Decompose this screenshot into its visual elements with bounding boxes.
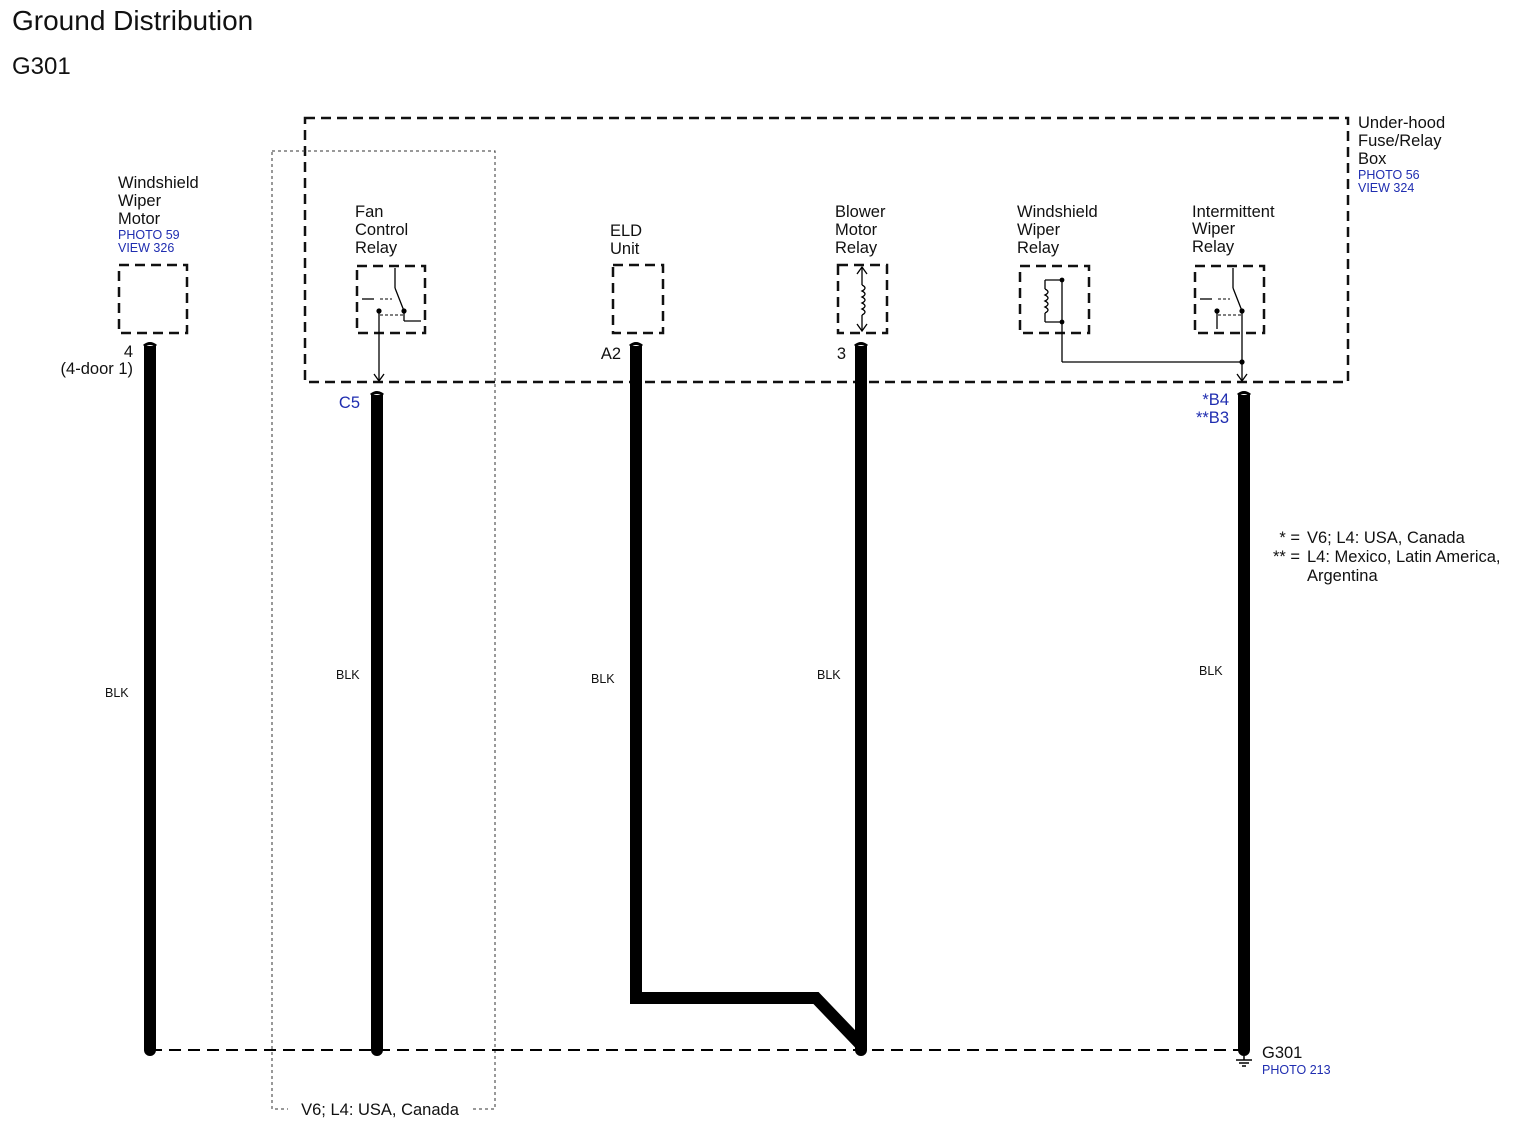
wiper-motor-view-link[interactable]: VIEW 326	[118, 241, 174, 255]
fan-control-relay: Fan Control Relay C5	[339, 203, 427, 412]
wiper-relay-label-3: Relay	[1017, 239, 1060, 257]
wiper-motor-terminal-note: (4-door 1)	[61, 360, 133, 378]
int-wiper-relay-label-2: Wiper	[1192, 220, 1236, 238]
fuse-box-view-link[interactable]: VIEW 324	[1358, 181, 1414, 195]
fan-relay-terminal: C5	[339, 394, 360, 412]
page-subtitle: G301	[12, 53, 71, 80]
int-wiper-relay-box	[1193, 264, 1266, 335]
fuse-box-outline	[303, 116, 1350, 384]
blower-relay-box	[836, 263, 889, 335]
fuse-box-label-3: Box	[1358, 150, 1387, 168]
wiper-motor-label-3: Motor	[118, 210, 161, 228]
int-wiper-relay-terminal-2: **B3	[1196, 409, 1229, 427]
windshield-wiper-motor: Windshield Wiper Motor PHOTO 59 VIEW 326…	[61, 174, 199, 378]
int-wiper-relay-terminal-1: *B4	[1202, 391, 1229, 409]
variant-label-bg	[288, 1098, 470, 1120]
blower-motor-relay: Blower Motor Relay 3	[835, 203, 889, 363]
eld-unit-box	[611, 263, 665, 335]
fuse-box-photo-link[interactable]: PHOTO 56	[1358, 168, 1420, 182]
blower-relay-label-2: Motor	[835, 221, 878, 239]
ground-wires	[143, 342, 1251, 1050]
eld-unit-terminal: A2	[601, 345, 621, 363]
splice-point	[144, 1044, 156, 1056]
intermittent-wiper-relay: Intermittent Wiper Relay *B4 **B3	[1062, 203, 1275, 427]
wire-color-wiper-motor: BLK	[105, 686, 129, 700]
note-2-key: ** =	[1273, 548, 1300, 566]
wiper-motor-photo-link[interactable]: PHOTO 59	[118, 228, 180, 242]
variant-label: V6; L4: USA, Canada	[301, 1101, 460, 1119]
eld-unit-label-1: ELD	[610, 222, 642, 240]
wiper-relay-coil-symbol	[1043, 277, 1065, 362]
wire-eld-unit	[630, 346, 866, 1050]
wiper-motor-terminal: 4	[124, 343, 133, 361]
fan-relay-box	[355, 264, 427, 335]
wiper-relay-box	[1018, 264, 1091, 335]
splice-point	[371, 1044, 383, 1056]
wiper-relay-label-1: Windshield	[1017, 203, 1098, 221]
ground-symbol-icon	[1236, 1056, 1252, 1067]
fuse-box-label-2: Fuse/Relay	[1358, 132, 1442, 150]
wiper-motor-label-2: Wiper	[118, 192, 162, 210]
splice-point	[855, 1044, 867, 1056]
windshield-wiper-relay: Windshield Wiper Relay	[1017, 203, 1098, 362]
eld-unit: ELD Unit A2	[601, 222, 665, 363]
fan-relay-label-1: Fan	[355, 203, 383, 221]
fan-relay-switch-symbol	[362, 268, 421, 383]
blower-relay-label-3: Relay	[835, 239, 878, 257]
ground-photo-link[interactable]: PHOTO 213	[1262, 1063, 1331, 1077]
fuse-box-label-1: Under-hood	[1358, 114, 1445, 132]
blower-relay-label-1: Blower	[835, 203, 886, 221]
wire-color-blower-relay: BLK	[817, 668, 841, 682]
wiper-relay-label-2: Wiper	[1017, 221, 1061, 239]
note-1-key: * =	[1279, 529, 1300, 547]
eld-unit-label-2: Unit	[610, 240, 640, 258]
wire-color-int-wiper-relay: BLK	[1199, 664, 1223, 678]
wire-color-fan-relay: BLK	[336, 668, 360, 682]
under-hood-fuse-relay-box: Under-hood Fuse/Relay Box PHOTO 56 VIEW …	[303, 114, 1445, 384]
page-title: Ground Distribution	[12, 5, 253, 36]
int-wiper-relay-switch-symbol	[1062, 268, 1248, 383]
wiper-motor-box	[117, 263, 189, 335]
blower-relay-terminal: 3	[837, 345, 846, 363]
blower-relay-coil-symbol	[856, 265, 868, 333]
wiper-motor-label-1: Windshield	[118, 174, 199, 192]
ground-name: G301	[1262, 1044, 1302, 1062]
fan-relay-label-3: Relay	[355, 239, 398, 257]
int-wiper-relay-label-3: Relay	[1192, 238, 1235, 256]
note-2-text-1: L4: Mexico, Latin America,	[1307, 548, 1501, 566]
note-2-text-2: Argentina	[1307, 567, 1378, 585]
variant-notes: * = V6; L4: USA, Canada ** = L4: Mexico,…	[1273, 529, 1501, 585]
fan-relay-label-2: Control	[355, 221, 408, 239]
splice-point	[1238, 1044, 1250, 1056]
wire-color-eld-unit: BLK	[591, 672, 615, 686]
note-1-text: V6; L4: USA, Canada	[1307, 529, 1466, 547]
int-wiper-relay-label-1: Intermittent	[1192, 203, 1275, 221]
